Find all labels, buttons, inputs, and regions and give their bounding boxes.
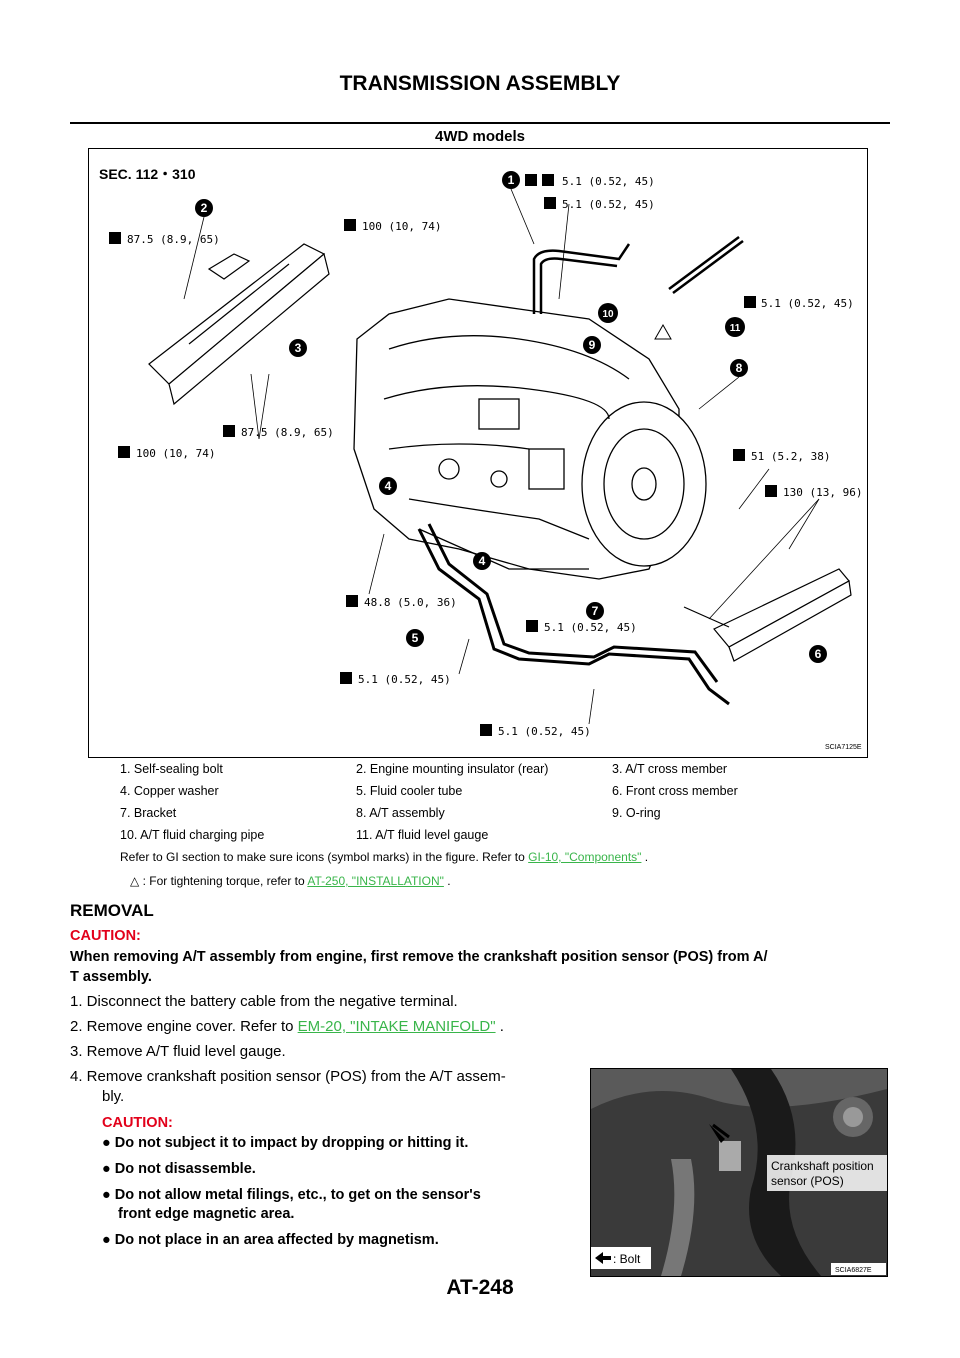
torque-label: 100 (10, 74) — [136, 447, 215, 460]
svg-text:3: 3 — [295, 341, 302, 355]
transmission-body-illustration — [353, 298, 707, 580]
section-title: 4WD models — [434, 128, 525, 145]
callout-7: 7 — [586, 602, 604, 620]
callout-8: 8 — [730, 359, 748, 377]
header-rule — [70, 122, 890, 124]
leader-lines — [183, 188, 820, 725]
legend-item: 9. O-ring — [612, 806, 661, 820]
caution-text-line1: When removing A/T assembly from engine, … — [70, 949, 768, 965]
photo-code: SCIA6827E — [835, 1267, 872, 1274]
callout-10: 10 — [598, 303, 618, 323]
em-20-intake-manifold-link[interactable]: EM-20, "INTAKE MANIFOLD" — [297, 1018, 496, 1035]
sec-label: SEC. 112・310 — [99, 166, 196, 182]
legend-item: 3. A/T cross member — [612, 762, 728, 776]
exploded-view-drawing: SEC. 112・310 SCIA7125E — [99, 166, 862, 751]
callout-9: 9 — [583, 336, 601, 354]
crankshaft-sensor-photo: : Bolt Crankshaft position sensor (POS) … — [590, 1068, 888, 1277]
svg-text:8: 8 — [736, 361, 743, 375]
bullet-item: ● Do not place in an area affected by ma… — [102, 1232, 439, 1248]
svg-text:2: 2 — [201, 201, 208, 215]
caution-text-line2: T assembly. — [70, 969, 152, 985]
sensor-label-line2: sensor (POS) — [771, 1174, 844, 1188]
callout-3: 3 — [289, 339, 307, 357]
torque-label: 87.5 (8.9, 65) — [127, 233, 220, 246]
svg-text:1: 1 — [508, 173, 515, 187]
callout-4b: 4 — [473, 552, 491, 570]
svg-text:4: 4 — [479, 554, 486, 568]
figure-code: SCIA7125E — [825, 744, 862, 751]
torque-label: 5.1 (0.52, 45) — [498, 725, 591, 738]
step-2: 2. Remove engine cover. Refer to EM-20, … — [70, 1018, 504, 1035]
legend-item: 1. Self-sealing bolt — [120, 762, 223, 776]
bullet-item-cont: front edge magnetic area. — [118, 1206, 295, 1222]
svg-text:5: 5 — [412, 631, 419, 645]
legend-item: 7. Bracket — [120, 806, 177, 820]
callouts: 1 2 3 4 4 5 6 7 8 9 10 11 — [195, 171, 827, 663]
torque-triangle-symbol — [654, 323, 672, 340]
callout-1: 1 — [502, 171, 520, 189]
gi-10-components-link[interactable]: GI-10, "Components" — [528, 850, 642, 864]
torque-label: 5.1 (0.52, 45) — [761, 297, 854, 310]
svg-text:10: 10 — [602, 309, 614, 320]
legend-note: Refer to GI section to make sure icons (… — [120, 850, 649, 864]
symbol-marks — [109, 174, 777, 736]
sensor-label-line1: Crankshaft position — [771, 1159, 874, 1173]
step-4-line1: 4. Remove crankshaft position sensor (PO… — [70, 1068, 506, 1085]
legend-item: 2. Engine mounting insulator (rear) — [356, 762, 549, 776]
at-250-installation-link[interactable]: AT-250, "INSTALLATION" — [307, 874, 444, 888]
bullet-item: ● Do not subject it to impact by droppin… — [102, 1135, 469, 1151]
callout-5: 5 — [406, 629, 424, 647]
torque-label: 87.5 (8.9, 65) — [241, 426, 334, 439]
legend-item: 11. A/T fluid level gauge — [356, 828, 489, 842]
step-1: 1. Disconnect the battery cable from the… — [70, 993, 458, 1010]
caution2-label: CAUTION: — [102, 1115, 173, 1131]
bullet-item: ● Do not allow metal filings, etc., to g… — [102, 1187, 481, 1203]
bolt-label: : Bolt — [613, 1252, 641, 1266]
legend-item: 5. Fluid cooler tube — [356, 784, 463, 798]
fluid-cooler-tube-illustration — [417, 523, 730, 706]
torque-label: 100 (10, 74) — [362, 220, 441, 233]
callout-11: 11 — [725, 317, 745, 337]
torque-label: 5.1 (0.52, 45) — [358, 673, 451, 686]
removal-heading: REMOVAL — [70, 901, 154, 920]
legend-item: 4. Copper washer — [120, 784, 219, 798]
torque-label: 51 (5.2, 38) — [751, 450, 830, 463]
sensor-photo-drawing: : Bolt Crankshaft position sensor (POS) … — [591, 1069, 887, 1276]
charging-pipe-illustration — [532, 235, 744, 314]
svg-text:9: 9 — [589, 338, 596, 352]
svg-text:6: 6 — [815, 647, 822, 661]
torque-label: 48.8 (5.0, 36) — [364, 596, 457, 609]
caution-label: CAUTION: — [70, 928, 141, 944]
torque-label: 130 (13, 96) — [783, 486, 862, 499]
exploded-view-figure: SEC. 112・310 SCIA7125E — [88, 148, 868, 758]
legend-item: 8. A/T assembly — [356, 806, 445, 820]
triangle-icon: △ — [130, 874, 140, 888]
torque-reference-note: △ : For tightening torque, refer to AT-2… — [130, 874, 451, 888]
svg-text:11: 11 — [730, 323, 741, 334]
legend-item: 6. Front cross member — [612, 784, 738, 798]
front-cross-member-illustration — [683, 568, 852, 662]
callout-4a: 4 — [379, 477, 397, 495]
torque-label: 5.1 (0.52, 45) — [544, 621, 637, 634]
at-cross-member-illustration — [148, 243, 330, 406]
callout-2: 2 — [195, 199, 213, 217]
step-4-line2: bly. — [102, 1088, 125, 1105]
svg-text:4: 4 — [385, 479, 392, 493]
callout-6: 6 — [809, 645, 827, 663]
step-3: 3. Remove A/T fluid level gauge. — [70, 1043, 286, 1060]
page-number: AT-248 — [446, 1276, 514, 1299]
page-title: TRANSMISSION ASSEMBLY — [339, 72, 621, 95]
torque-label: 5.1 (0.52, 45) — [562, 175, 655, 188]
torque-labels: 5.1 (0.52, 45) 5.1 (0.52, 45) 87.5 (8.9,… — [127, 175, 862, 738]
bullet-item: ● Do not disassemble. — [102, 1161, 256, 1177]
torque-label: 5.1 (0.52, 45) — [562, 198, 655, 211]
legend-item: 10. A/T fluid charging pipe — [120, 828, 265, 842]
svg-text:7: 7 — [592, 604, 599, 618]
